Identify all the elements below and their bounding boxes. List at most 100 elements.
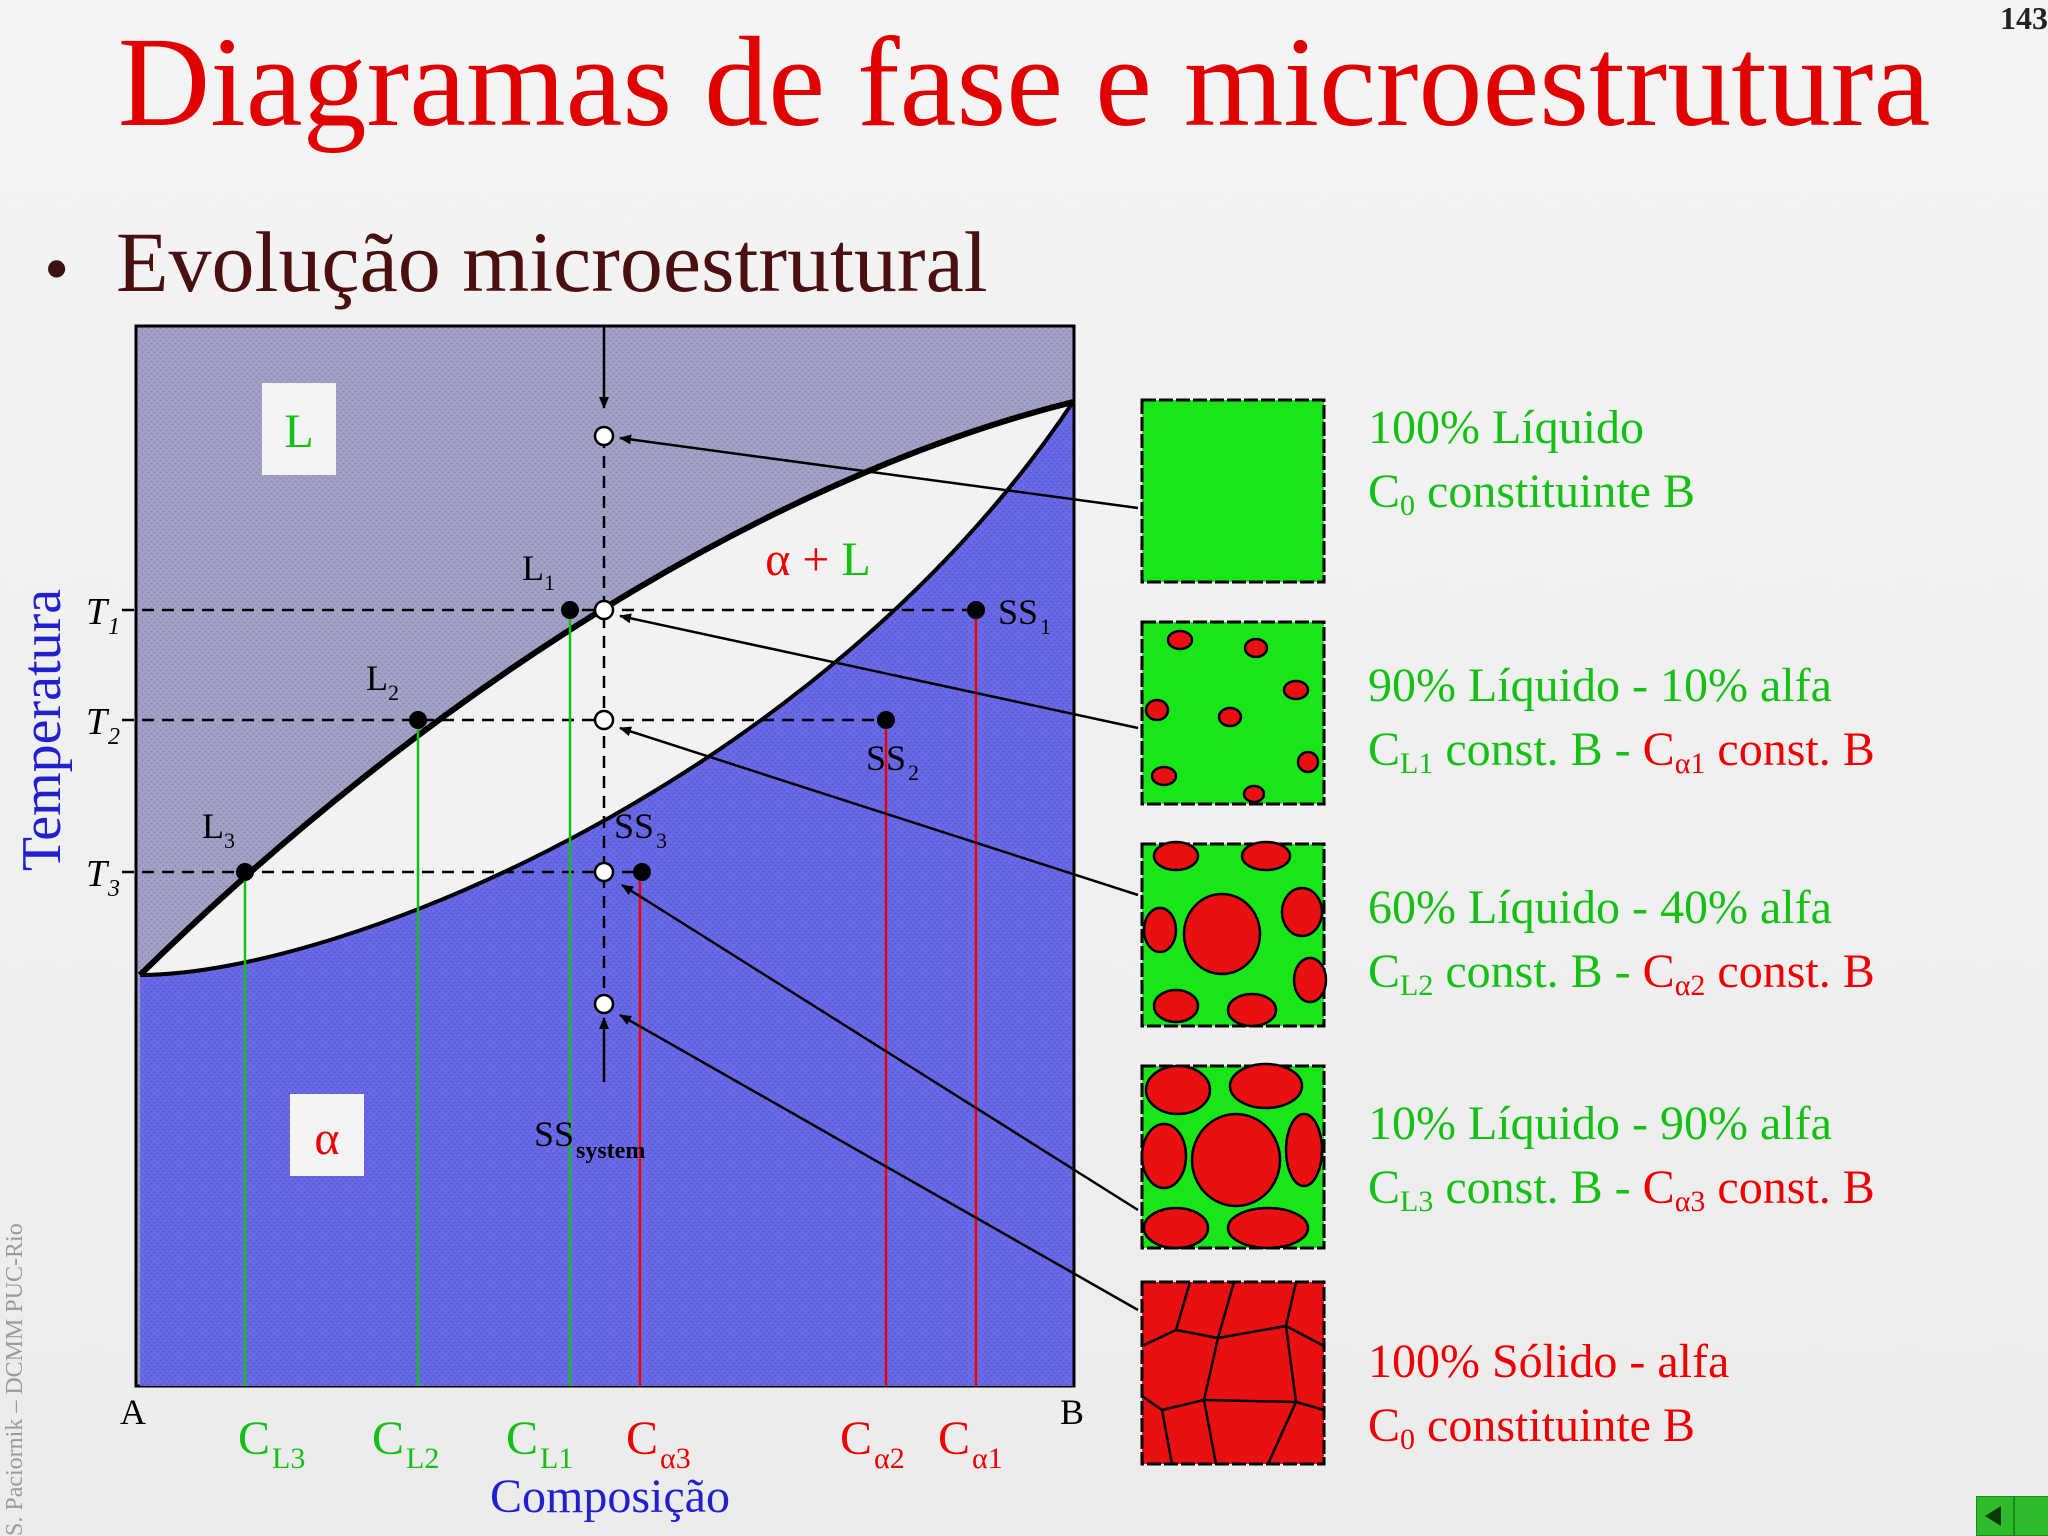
caption-3-red-part: Cα2 const. B xyxy=(1642,945,1875,1002)
caption-4-red-part: Cα3 const. B xyxy=(1642,1161,1875,1218)
two-phase-region-label: α + L xyxy=(765,533,871,586)
label-ss2: SS 2 xyxy=(866,738,919,785)
caption-1-rest: constituinte B xyxy=(1415,465,1695,518)
caption-3-green-subscript: L2 xyxy=(1400,969,1434,1002)
caption-2-line-2: CL1 const. B - Cα1 const. B xyxy=(1368,723,1875,780)
microstructure-caption-5: 100% Sólido - alfa C0 constituinte B xyxy=(1368,1330,1729,1472)
svg-text:L1: L1 xyxy=(540,1442,573,1475)
temp-label-t2: T 2 xyxy=(86,701,120,750)
caption-4-red-subscript: α3 xyxy=(1674,1185,1706,1218)
comp-label-cl2: C L2 xyxy=(372,1412,439,1475)
next-slide-button[interactable] xyxy=(2014,1496,2048,1536)
svg-text:L: L xyxy=(202,806,224,846)
label-ss-system: SS system xyxy=(534,1114,645,1164)
svg-text:1: 1 xyxy=(1040,614,1051,639)
svg-text:T: T xyxy=(86,591,110,633)
comp-label-ca1: C α1 xyxy=(938,1412,1003,1475)
caption-4-red-rest: const. B xyxy=(1705,1161,1875,1214)
svg-text:2: 2 xyxy=(908,760,919,785)
caption-2-green-subscript: L1 xyxy=(1400,747,1434,780)
liquid-region-label: L xyxy=(284,405,313,458)
caption-3-green-rest: const. B - xyxy=(1433,945,1643,998)
svg-text:2: 2 xyxy=(108,724,120,750)
svg-text:3: 3 xyxy=(224,828,235,853)
caption-4-green-subscript: L3 xyxy=(1400,1185,1434,1218)
svg-text:SS: SS xyxy=(614,806,654,846)
svg-text:α2: α2 xyxy=(874,1442,905,1475)
microstructure-caption-4: 10% Líquido - 90% alfa CL3 const. B - Cα… xyxy=(1368,1092,1875,1234)
svg-text:α3: α3 xyxy=(660,1442,691,1475)
system-point-t2 xyxy=(593,709,615,731)
caption-2-red-rest: const. B xyxy=(1705,723,1875,776)
svg-text:3: 3 xyxy=(107,876,120,902)
pointer-arrow-5 xyxy=(619,1013,1139,1312)
svg-text:L: L xyxy=(522,548,544,588)
label-l2: L 2 xyxy=(366,658,399,705)
svg-text:L: L xyxy=(366,658,388,698)
axis-end-b: B xyxy=(1060,1392,1084,1432)
caption-5-subscript: 0 xyxy=(1400,1423,1416,1456)
svg-text:SS: SS xyxy=(866,738,906,778)
caption-5-line-1: 100% Sólido - alfa xyxy=(1368,1335,1730,1388)
svg-text:C: C xyxy=(626,1412,658,1465)
pointer-arrow-3 xyxy=(619,726,1139,897)
system-point-t3 xyxy=(593,861,615,883)
liquid-label-box xyxy=(262,383,336,475)
caption-1-subscript: 0 xyxy=(1400,489,1416,522)
svg-text:1: 1 xyxy=(544,570,555,595)
svg-text:3: 3 xyxy=(656,828,667,853)
svg-text:L2: L2 xyxy=(406,1442,439,1475)
svg-text:L3: L3 xyxy=(272,1442,305,1475)
caption-3-line-2: CL2 const. B - Cα2 const. B xyxy=(1368,945,1875,1002)
point-l2 xyxy=(409,711,427,729)
label-l1: L 1 xyxy=(522,548,555,595)
solid-region-label: α xyxy=(314,1112,339,1165)
slide-subtitle: Evolução microestrutural xyxy=(116,214,988,310)
caption-3-red-rest: const. B xyxy=(1705,945,1875,998)
some-solid-particles-square xyxy=(1140,840,1328,1028)
axis-end-a: A xyxy=(120,1392,146,1432)
svg-text:C: C xyxy=(506,1412,538,1465)
caption-3-line-1: 60% Líquido - 40% alfa xyxy=(1368,881,1832,934)
temp-label-t3: T 3 xyxy=(86,853,120,902)
label-ss1: SS 1 xyxy=(998,592,1051,639)
caption-4-green-rest: const. B - xyxy=(1433,1161,1643,1214)
microstructure-caption-3: 60% Líquido - 40% alfa CL2 const. B - Cα… xyxy=(1368,876,1875,1018)
svg-text:system: system xyxy=(576,1138,645,1164)
caption-3-red-subscript: α2 xyxy=(1674,969,1706,1002)
svg-text:2: 2 xyxy=(388,680,399,705)
system-point-solid xyxy=(593,993,615,1015)
caption-2-green-rest: const. B - xyxy=(1433,723,1643,776)
mostly-solid-grains-square xyxy=(1140,1062,1326,1250)
point-ss3 xyxy=(633,863,651,881)
comp-label-ca3: C α3 xyxy=(626,1412,691,1475)
caption-4-line-1: 10% Líquido - 90% alfa xyxy=(1368,1097,1832,1150)
comp-label-cl3: C L3 xyxy=(238,1412,305,1475)
pointer-arrow-2 xyxy=(619,613,1139,730)
caption-2-red-part: Cα1 const. B xyxy=(1642,723,1875,780)
point-ss2 xyxy=(877,711,895,729)
liquidus-line xyxy=(137,399,1074,978)
point-l1 xyxy=(561,601,579,619)
microstructure-caption-1: 100% Líquido C0 constituinte B xyxy=(1368,396,1695,538)
svg-text:T: T xyxy=(86,853,110,895)
caption-2-line-1: 90% Líquido - 10% alfa xyxy=(1368,659,1832,712)
two-phase-region xyxy=(140,402,1073,975)
point-l3 xyxy=(236,863,254,881)
point-ss1 xyxy=(967,601,985,619)
svg-text:T: T xyxy=(86,701,110,743)
system-point-t1 xyxy=(593,599,615,621)
svg-text:C: C xyxy=(938,1412,970,1465)
svg-text:C: C xyxy=(238,1412,270,1465)
previous-slide-button[interactable] xyxy=(1976,1496,2014,1536)
caption-5-rest: constituinte B xyxy=(1415,1399,1695,1452)
svg-text:C: C xyxy=(372,1412,404,1465)
bullet-marker: • xyxy=(44,229,70,309)
comp-label-cl1: C L1 xyxy=(506,1412,573,1475)
few-solid-particles-square xyxy=(1140,620,1326,806)
solid-label-box xyxy=(290,1094,364,1176)
svg-text:α1: α1 xyxy=(972,1442,1003,1475)
pointer-arrow-1 xyxy=(619,434,1139,510)
svg-text:C: C xyxy=(840,1412,872,1465)
